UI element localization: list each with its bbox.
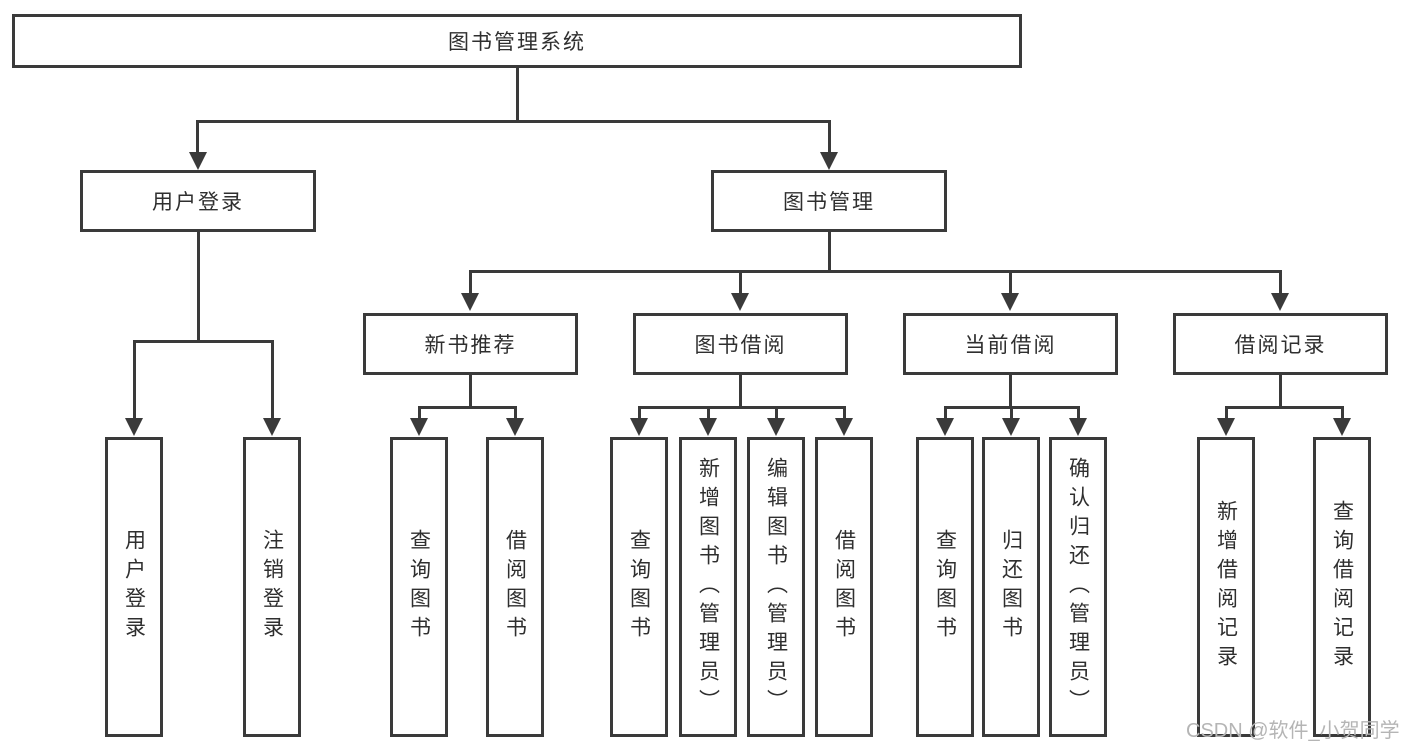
node-new-books-label: 新书推荐 (424, 334, 517, 357)
leaf-cb-return-books: 归还图书 (982, 437, 1040, 737)
leaf-bb-add-books-admin: 新增图书（管理员） (679, 437, 737, 737)
csdn-watermark: CSDN @软件_小贺同学 (1186, 720, 1400, 742)
connector-new-books-stub (469, 375, 472, 408)
connector-user-login-hline (133, 340, 274, 343)
connector-drop-book-borrow (739, 270, 742, 295)
leaf-nb-borrow-books: 借阅图书 (486, 437, 544, 737)
node-book-mgmt: 图书管理 (711, 170, 947, 232)
arrow-down-icon (1333, 418, 1351, 436)
arrow-down-icon (1001, 293, 1019, 311)
arrow-down-icon (1069, 418, 1087, 436)
leaf-label: 新增图书（管理员） (696, 456, 720, 718)
node-user-login: 用户登录 (80, 170, 316, 232)
node-current-borrow: 当前借阅 (903, 313, 1118, 375)
connector-borrow-records-stub (1279, 375, 1282, 408)
leaf-nb-query-books: 查询图书 (390, 437, 448, 737)
connector-book-mgmt-stub (828, 232, 831, 272)
connector-borrow-records-hline (1225, 406, 1344, 409)
arrow-down-icon (410, 418, 428, 436)
node-book-borrow-label: 图书借阅 (694, 334, 787, 357)
connector-drop-user-login (196, 120, 199, 154)
leaf-label: 查询图书 (933, 529, 957, 645)
connector-drop-leaf (271, 340, 274, 420)
arrow-down-icon (263, 418, 281, 436)
node-book-borrow: 图书借阅 (633, 313, 848, 375)
connector-book-borrow-hline (638, 406, 846, 409)
node-new-books: 新书推荐 (363, 313, 578, 375)
arrow-down-icon (1002, 418, 1020, 436)
node-current-borrow-label: 当前借阅 (964, 334, 1057, 357)
node-borrow-records: 借阅记录 (1173, 313, 1388, 375)
leaf-label: 新增借阅记录 (1214, 500, 1238, 674)
arrow-down-icon (731, 293, 749, 311)
arrow-down-icon (835, 418, 853, 436)
leaf-user-login: 用户登录 (105, 437, 163, 737)
connector-new-books-hline (418, 406, 517, 409)
leaf-logout: 注销登录 (243, 437, 301, 737)
arrow-down-icon (125, 418, 143, 436)
connector-drop-leaf (1341, 406, 1344, 420)
leaf-label: 查询借阅记录 (1330, 500, 1354, 674)
node-borrow-records-label: 借阅记录 (1234, 334, 1327, 357)
node-book-mgmt-label: 图书管理 (783, 191, 875, 214)
connector-current-borrow-stub (1009, 375, 1012, 408)
leaf-label: 确认归还（管理员） (1066, 456, 1090, 718)
node-root-label: 图书管理系统 (448, 31, 586, 54)
connector-drop-leaf (843, 406, 846, 420)
arrow-down-icon (936, 418, 954, 436)
leaf-bb-query-books: 查询图书 (610, 437, 668, 737)
leaf-bb-borrow-books: 借阅图书 (815, 437, 873, 737)
arrow-down-icon (1217, 418, 1235, 436)
connector-drop-leaf (707, 406, 710, 420)
leaf-label: 查询图书 (407, 529, 431, 645)
arrow-down-icon (1271, 293, 1289, 311)
connector-drop-borrow-records (1279, 270, 1282, 295)
connector-drop-leaf (775, 406, 778, 420)
leaf-label: 编辑图书（管理员） (764, 456, 788, 718)
leaf-label: 注销登录 (260, 529, 284, 645)
connector-drop-leaf (638, 406, 641, 420)
connector-drop-leaf (1225, 406, 1228, 420)
leaf-br-query-record: 查询借阅记录 (1313, 437, 1371, 737)
arrow-down-icon (506, 418, 524, 436)
leaf-br-add-record: 新增借阅记录 (1197, 437, 1255, 737)
connector-level2-hline (469, 270, 1282, 273)
leaf-cb-confirm-return-admin: 确认归还（管理员） (1049, 437, 1107, 737)
leaf-cb-query-books: 查询图书 (916, 437, 974, 737)
connector-drop-leaf (133, 340, 136, 420)
connector-drop-book-mgmt (828, 120, 831, 154)
connector-drop-leaf (1077, 406, 1080, 420)
connector-root-stub (516, 66, 519, 122)
connector-drop-leaf (1010, 406, 1013, 420)
node-user-login-label: 用户登录 (152, 191, 244, 214)
arrow-down-icon (461, 293, 479, 311)
leaf-label: 用户登录 (122, 529, 146, 645)
connector-drop-leaf (418, 406, 421, 420)
connector-drop-leaf (944, 406, 947, 420)
node-root: 图书管理系统 (12, 14, 1022, 68)
leaf-bb-edit-books-admin: 编辑图书（管理员） (747, 437, 805, 737)
connector-drop-leaf (514, 406, 517, 420)
leaf-label: 借阅图书 (503, 529, 527, 645)
connector-drop-current-borrow (1009, 270, 1012, 295)
leaf-label: 借阅图书 (832, 529, 856, 645)
arrow-down-icon (189, 152, 207, 170)
connector-user-login-stub (197, 232, 200, 342)
connector-level1-hline (196, 120, 831, 123)
leaf-label: 归还图书 (999, 529, 1023, 645)
arrow-down-icon (699, 418, 717, 436)
leaf-label: 查询图书 (627, 529, 651, 645)
connector-book-borrow-stub (739, 375, 742, 408)
arrow-down-icon (630, 418, 648, 436)
connector-drop-new-books (469, 270, 472, 295)
arrow-down-icon (820, 152, 838, 170)
arrow-down-icon (767, 418, 785, 436)
